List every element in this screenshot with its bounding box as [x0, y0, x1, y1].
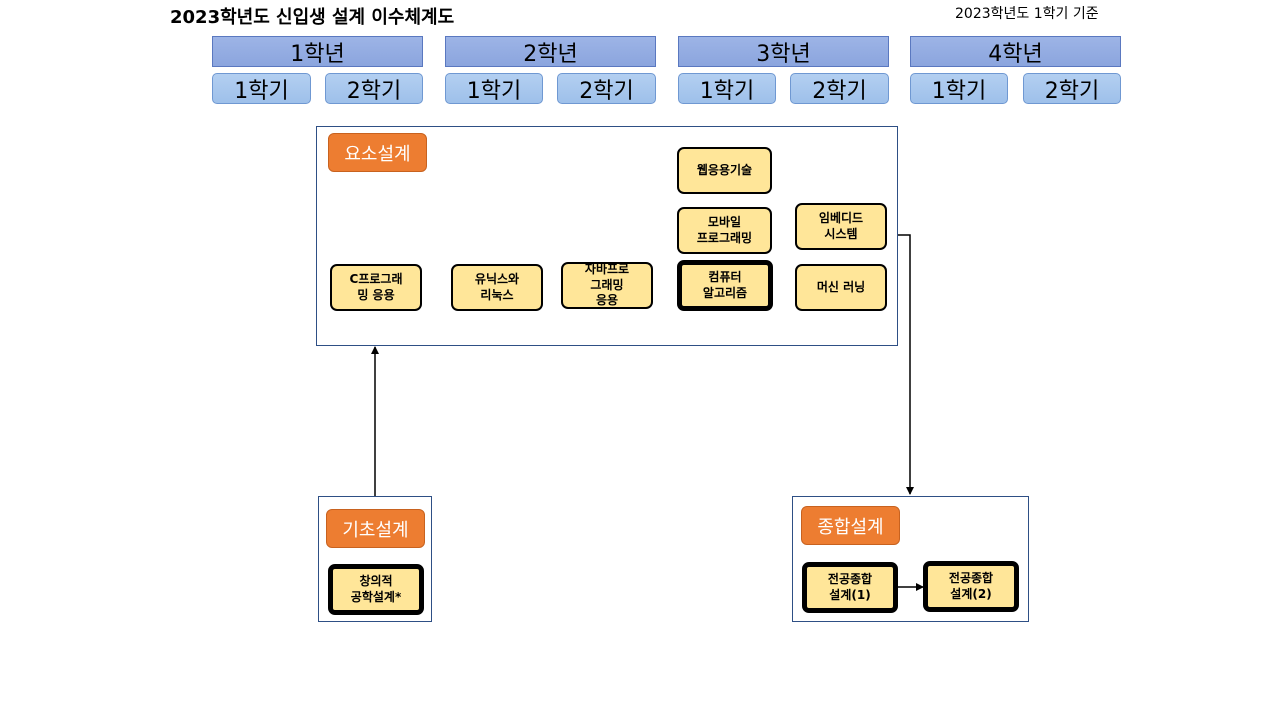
year-3-semester-2: 2학기: [790, 73, 889, 104]
year-4-semester-1: 1학기: [910, 73, 1008, 104]
year-4-header: 4학년: [910, 36, 1121, 67]
capstone-design-title: 종합설계: [801, 506, 900, 545]
year-2-semester-1: 1학기: [445, 73, 543, 104]
course-embedded-system: 임베디드 시스템: [795, 203, 887, 250]
course-java-programming: 자바프로 그래밍 응용: [561, 262, 653, 309]
basic-design-title: 기초설계: [326, 509, 425, 548]
course-capstone-design-1: 전공종합 설계(1): [802, 562, 898, 613]
year-3-semester-1: 1학기: [678, 73, 776, 104]
basis-note: 2023학년도 1학기 기준: [955, 6, 1099, 22]
course-web-application: 웹응용기술: [677, 147, 772, 194]
year-1-semester-2: 2학기: [325, 73, 423, 104]
element-design-title: 요소설계: [328, 133, 427, 172]
course-c-programming: C프로그래 밍 응용: [330, 264, 422, 311]
course-mobile-programming: 모바일 프로그래밍: [677, 207, 772, 254]
element-to-capstone-arrow: [898, 234, 914, 495]
page-title: 2023학년도 신입생 설계 이수체계도: [170, 7, 455, 28]
course-capstone-design-2: 전공종합 설계(2): [923, 561, 1019, 612]
year-1-semester-1: 1학기: [212, 73, 311, 104]
course-unix-linux: 유닉스와 리눅스: [451, 264, 543, 311]
year-2-header: 2학년: [445, 36, 656, 67]
year-4-semester-2: 2학기: [1023, 73, 1121, 104]
course-creative-engineering-design: 창의적 공학설계*: [328, 564, 424, 615]
year-2-semester-2: 2학기: [557, 73, 656, 104]
course-computer-algorithm: 컴퓨터 알고리즘: [677, 260, 773, 311]
course-machine-learning: 머신 러닝: [795, 264, 887, 311]
year-3-header: 3학년: [678, 36, 889, 67]
year-1-header: 1학년: [212, 36, 423, 67]
